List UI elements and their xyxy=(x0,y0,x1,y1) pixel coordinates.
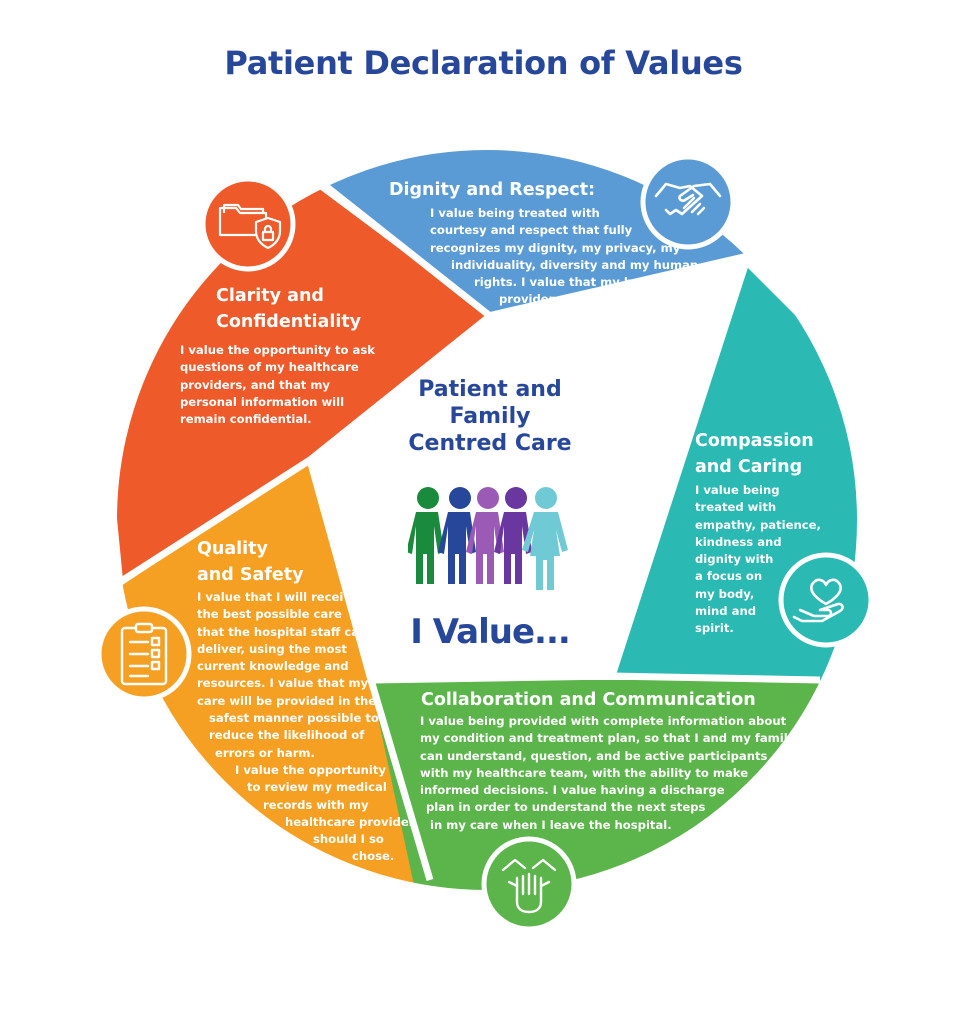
person-figure-4 xyxy=(494,487,532,584)
clarity-line: providers, and that my xyxy=(180,377,330,392)
compassion-line: empathy, patience, xyxy=(695,517,821,532)
quality-line: care will be provided in the xyxy=(197,693,377,708)
quality-title-line: Quality xyxy=(197,539,268,559)
quality-line: records with my xyxy=(263,797,369,812)
person-figure-5 xyxy=(522,487,568,590)
quality-line: errors or harm. xyxy=(215,745,315,760)
person-figure-2 xyxy=(438,487,476,584)
compassion-line: dignity with xyxy=(695,552,774,567)
quality-title-line: and Safety xyxy=(197,565,304,585)
compassion-text: I value being treated with empathy, pati… xyxy=(695,482,821,638)
compassion-line: a focus on xyxy=(695,569,763,584)
joined-hands-icon xyxy=(481,836,577,932)
center-title-line: Patient and xyxy=(418,377,562,402)
collaboration-line: I value being provided with complete inf… xyxy=(420,714,787,728)
center-title: Patient and Family Centred Care xyxy=(380,376,600,457)
dignity-line: providers introduce themselves xyxy=(499,292,707,307)
dignity-line: courtesy and respect that fully xyxy=(430,223,633,238)
compassion-line: treated with xyxy=(695,500,777,515)
center-title-line: Family xyxy=(449,404,531,429)
i-value-heading: I Value... xyxy=(410,612,571,652)
collaboration-line: can understand, question, and be active … xyxy=(420,748,768,763)
compassion-title-line: Compassion xyxy=(695,431,814,451)
clipboard-checklist-icon xyxy=(96,606,192,702)
segment-dignity xyxy=(300,148,760,315)
quality-line: should I so xyxy=(313,832,384,847)
clarity-line: I value the opportunity to ask xyxy=(180,343,375,357)
quality-line: deliver, using the most xyxy=(197,641,347,656)
dignity-line: individuality, diversity and my human xyxy=(451,257,699,272)
quality-title: Quality and Safety xyxy=(197,536,304,588)
family-people-icon xyxy=(408,487,568,590)
quality-text: I value that I will receive the best pos… xyxy=(197,589,417,866)
collaboration-text: I value being provided with complete inf… xyxy=(420,713,795,834)
quality-line: to review my medical xyxy=(247,780,387,795)
segment-collaboration xyxy=(370,680,820,892)
compassion-line: spirit. xyxy=(695,621,734,636)
clarity-title-line: Clarity and xyxy=(216,286,324,306)
dignity-line: I value being treated with xyxy=(430,206,600,220)
clarity-line: remain confidential. xyxy=(180,412,312,427)
quality-line: safest manner possible to xyxy=(209,711,379,726)
clarity-line: questions of my healthcare xyxy=(180,360,359,375)
collaboration-line: with my healthcare team, with the abilit… xyxy=(420,765,749,780)
dignity-line: and call me by my name. xyxy=(519,309,683,324)
quality-line: current knowledge and xyxy=(197,659,349,674)
quality-line: reduce the likelihood of xyxy=(209,728,365,743)
person-figure-3 xyxy=(466,487,504,584)
quality-line: I value that I will receive xyxy=(197,590,359,604)
clarity-title-line: Confidentiality xyxy=(216,312,362,332)
collaboration-line: plan in order to understand the next ste… xyxy=(426,800,706,815)
compassion-line: I value being xyxy=(695,483,780,497)
quality-line: the best possible care xyxy=(197,607,342,622)
quality-line: I value the opportunity xyxy=(235,762,386,777)
quality-line: healthcare provider, xyxy=(285,814,418,829)
quality-line: resources. I value that my xyxy=(197,676,369,691)
heart-in-hand-icon xyxy=(778,552,874,648)
collaboration-line: my condition and treatment plan, so that… xyxy=(420,731,796,746)
compassion-line: kindness and xyxy=(695,534,782,549)
quality-line: that the hospital staff can xyxy=(197,624,368,639)
center-title-line: Centred Care xyxy=(408,431,572,456)
collaboration-line: in my care when I leave the hospital. xyxy=(430,817,672,832)
compassion-line: mind and xyxy=(695,604,757,619)
quality-line: chose. xyxy=(352,849,395,864)
dignity-line: rights. I value that my healthcare xyxy=(474,275,694,290)
clarity-text: I value the opportunity to ask questions… xyxy=(180,342,375,428)
dignity-text: I value being treated with courtesy and … xyxy=(388,205,708,326)
clarity-line: personal information will xyxy=(180,394,345,409)
collaboration-line: informed decisions. I value having a dis… xyxy=(420,783,725,798)
person-figure-1 xyxy=(408,487,444,584)
compassion-line: my body, xyxy=(695,586,755,601)
compassion-title-line: and Caring xyxy=(695,457,803,477)
clarity-title: Clarity and Confidentiality xyxy=(216,283,361,335)
collaboration-title: Collaboration and Communication xyxy=(421,690,756,710)
handshake-icon xyxy=(640,154,736,250)
page-title: Patient Declaration of Values xyxy=(224,44,743,82)
locked-folder-icon xyxy=(200,176,296,272)
compassion-title: Compassion and Caring xyxy=(695,428,814,480)
dignity-title: Dignity and Respect: xyxy=(389,180,596,200)
dignity-line: recognizes my dignity, my privacy, my xyxy=(430,240,681,255)
